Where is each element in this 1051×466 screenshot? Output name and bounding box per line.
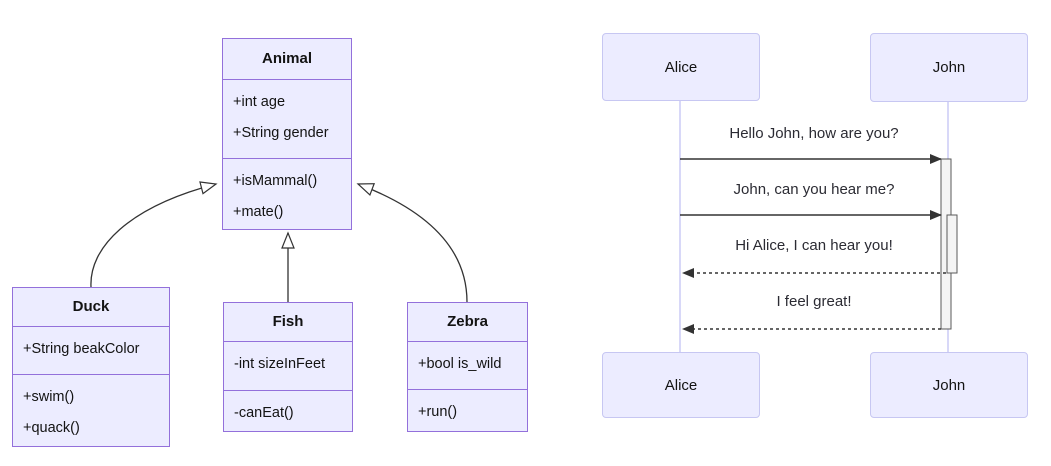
message-label-3: Hi Alice, I can hear you! — [735, 237, 893, 254]
class-method: +isMammal() — [233, 173, 318, 189]
class-method: +quack() — [23, 420, 80, 436]
class-attributes-section: +bool is_wild — [408, 341, 527, 389]
class-title: Zebra — [447, 313, 488, 330]
class-node-duck: Duck +String beakColor +swim() +quack() — [12, 287, 170, 447]
class-method: +swim() — [23, 389, 75, 405]
activation-bar-john-inner — [946, 214, 958, 274]
class-attribute: +String gender — [233, 125, 329, 141]
class-methods-section: +isMammal() +mate() — [223, 158, 351, 229]
message-label-2: John, can you hear me? — [733, 181, 895, 198]
class-node-zebra: Zebra +bool is_wild +run() — [407, 302, 528, 432]
actor-label: John — [932, 376, 966, 394]
class-title: Duck — [72, 298, 110, 315]
class-attribute: -int sizeInFeet — [234, 356, 326, 372]
actor-box-john-top: John — [870, 33, 1028, 102]
class-title: Animal — [261, 50, 312, 67]
class-node-fish: Fish -int sizeInFeet -canEat() — [223, 302, 353, 432]
class-methods-section: +swim() +quack() — [13, 374, 169, 446]
class-methods-section: +run() — [408, 389, 527, 431]
class-method: +run() — [418, 404, 458, 420]
class-title: Fish — [272, 313, 304, 330]
class-attribute: +int age — [233, 94, 286, 110]
class-attribute: +bool is_wild — [418, 356, 502, 372]
class-method: +mate() — [233, 204, 284, 220]
message-label-4: I feel great! — [776, 293, 852, 310]
class-attributes-section: -int sizeInFeet — [224, 341, 352, 390]
actor-label: Alice — [664, 58, 698, 76]
class-method: -canEat() — [234, 405, 294, 421]
actor-box-john-bottom: John — [870, 352, 1028, 418]
class-node-animal: Animal +int age +String gender +isMammal… — [222, 38, 352, 230]
message-label-1: Hello John, how are you? — [729, 125, 899, 142]
actor-label: John — [932, 59, 966, 76]
inheritance-edge-zebra-animal — [356, 183, 468, 303]
actor-label: Alice — [664, 376, 698, 394]
class-methods-section: -canEat() — [224, 390, 352, 431]
actor-box-alice-bottom: Alice — [602, 352, 760, 418]
inheritance-edge-duck-animal — [90, 181, 218, 288]
class-attributes-section: +String beakColor — [13, 326, 169, 374]
class-attribute: +String beakColor — [23, 341, 140, 357]
class-attributes-section: +int age +String gender — [223, 79, 351, 158]
actor-box-alice-top: Alice — [602, 33, 760, 101]
